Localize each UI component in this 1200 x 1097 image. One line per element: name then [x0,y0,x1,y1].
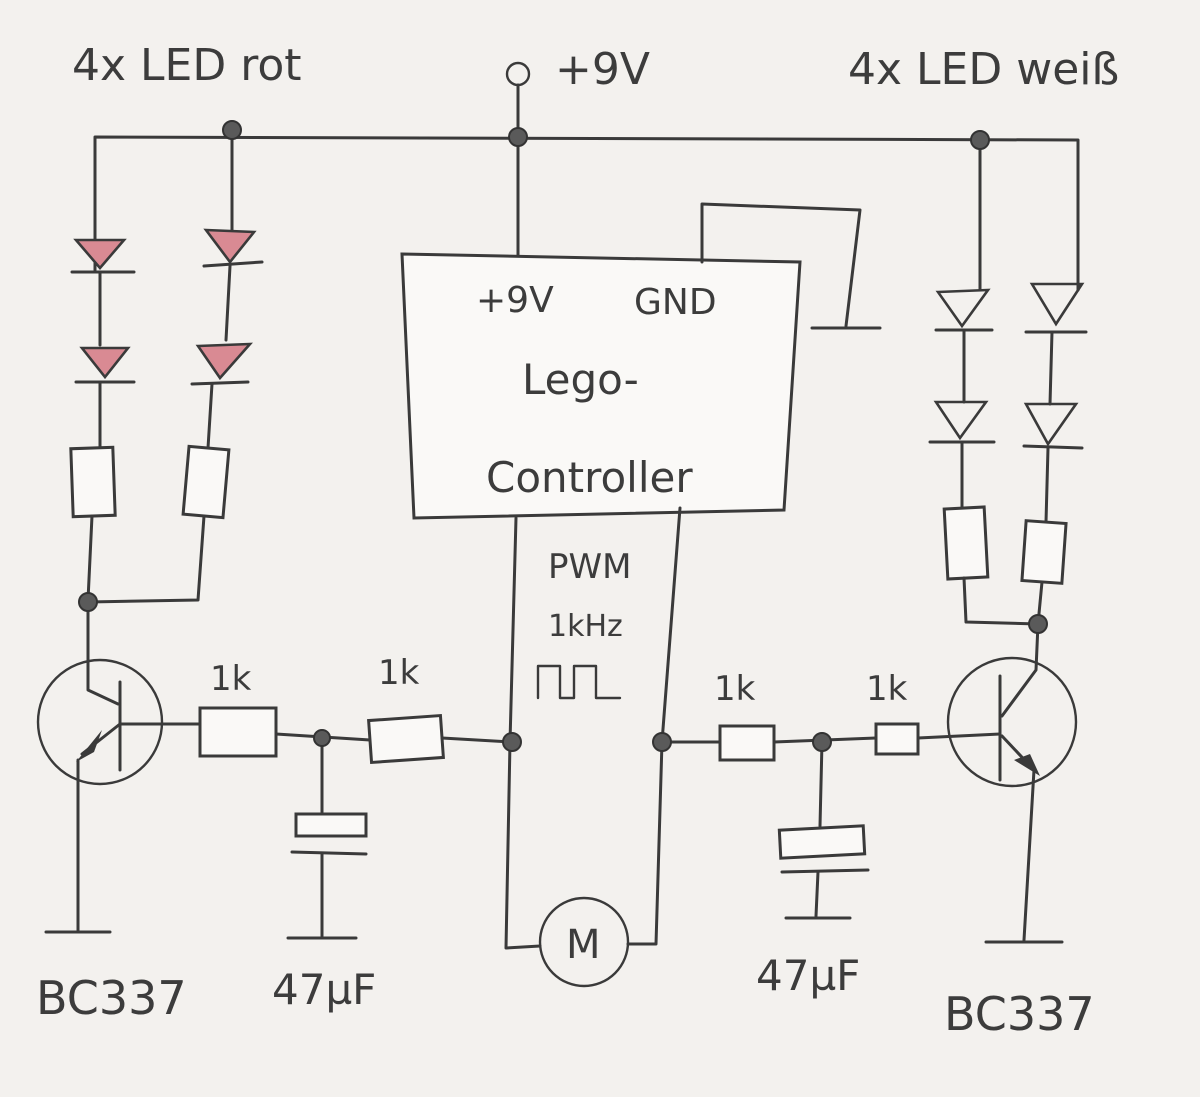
res-left-2-label: 1k [378,653,420,693]
left-led-string-1 [69,238,136,602]
junction-dot [508,127,528,147]
supply-terminal [505,61,531,87]
transistor-left [36,658,164,786]
led-red-icon [79,346,131,380]
led-white-icon [1023,402,1079,447]
lego-controller: +9V GND Lego- Controller [400,202,882,520]
transistor-left-label: BC337 [36,971,187,1025]
square-wave-icon [536,664,622,700]
motor [538,896,630,988]
controller-vplus-label: +9V [476,280,554,321]
cap-left-label: 47µF [272,965,376,1014]
junction-dot [970,130,990,150]
motor-label: M [566,922,601,968]
top-rail [93,61,1080,292]
resistor-led-white-1 [942,505,990,581]
pwm-output: PWM 1kHz M [504,506,682,988]
label-leds-white: 4x LED weiß [848,44,1119,95]
pwm-label: PWM [548,547,631,587]
resistor-led-white-2 [1020,519,1068,585]
led-red-icon [203,228,257,265]
junction-dot [502,732,522,752]
controller-name-line1: Lego- [522,355,639,404]
capacitor-left [294,812,368,838]
pwm-frequency-label: 1kHz [548,609,623,644]
junction-dot [313,729,331,747]
emitter-arrow-icon [1014,754,1040,776]
left-led-string-2 [86,228,264,604]
led-white-icon [933,400,989,441]
emitter-arrow-icon [76,730,102,762]
resistor-base-right-2 [874,722,920,756]
led-white-icon [1029,282,1085,327]
transistor-right-label: BC337 [944,987,1095,1041]
junction-nodes [78,120,1048,752]
cap-right-label: 47µF [756,951,860,1000]
res-right-1-label: 1k [714,669,756,709]
resistor-base-right-1 [718,724,776,762]
resistor-led-red-2 [181,444,231,520]
right-led-string-2 [1020,282,1088,626]
res-right-2-label: 1k [866,669,908,709]
res-left-1-label: 1k [210,659,252,699]
led-red-icon [73,238,127,270]
controller-name-line2: Controller [486,453,693,502]
junction-dot [1028,614,1048,634]
resistor-base-left-1 [198,706,278,758]
junction-dot [652,732,672,752]
junction-dot [222,120,242,140]
label-supply: +9V [555,44,650,95]
capacitor-right [777,824,867,860]
junction-dot [78,592,98,612]
resistor-base-left-2 [367,713,445,765]
led-white-icon [935,288,991,329]
right-led-string-1 [928,288,1040,626]
controller-gnd-label: GND [634,282,717,323]
led-red-icon [195,342,253,381]
right-driver: 1k 1k 47µF BC337 [660,622,1095,1041]
label-leds-red: 4x LED rot [72,40,302,91]
transistor-right [946,656,1078,788]
left-driver: 1k 1k 47µF BC337 [36,600,514,1025]
junction-dot [812,732,832,752]
resistor-led-red-1 [69,445,117,519]
